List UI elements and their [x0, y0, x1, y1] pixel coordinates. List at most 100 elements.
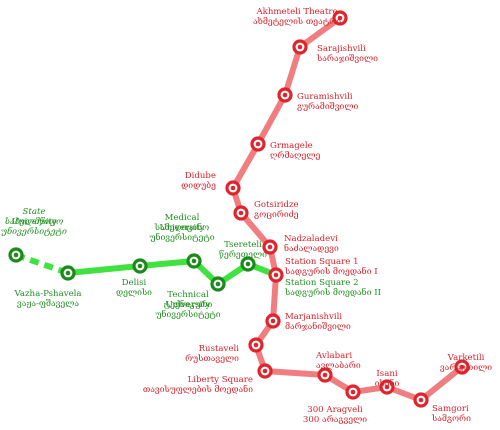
station-technical-university[interactable] [210, 276, 226, 292]
label-ka: დიდუბე [181, 180, 216, 191]
red-line-path [230, 15, 465, 403]
station-akhmeteli[interactable] [332, 10, 348, 26]
label-ka: ისანი [375, 377, 400, 389]
station-state-university[interactable] [8, 247, 24, 263]
label-en: Marjanishvili [285, 312, 342, 322]
label-en: Rustaveli [199, 344, 240, 354]
station-gotsiridze[interactable] [233, 205, 249, 221]
label-ka: გურამიშვილი [297, 101, 358, 112]
station-dot [267, 244, 273, 250]
station-liberty-square[interactable] [257, 363, 273, 379]
label-en: Samgori [432, 404, 469, 414]
label-ka: დელისი [116, 287, 152, 298]
label-en: Varketili [447, 353, 485, 363]
label-ka-part: უნივერსიტეტი [1, 225, 67, 237]
green-line-planned-segment [15, 252, 69, 276]
label-en: Isani [376, 369, 397, 379]
station-markers [8, 10, 470, 408]
label-ka: სამგორი [431, 413, 471, 424]
station-300-aragveli[interactable] [345, 384, 361, 400]
label-en: Akhmeteli Theatre [255, 7, 337, 17]
station-dot [215, 281, 221, 287]
label-en-part: University [165, 300, 210, 310]
label-ka: გოცირიძე [254, 209, 299, 220]
label-en: Nadzaladevi [284, 234, 338, 244]
station-dot [273, 272, 279, 278]
label-ka: სადგურის მოედანი II [284, 286, 381, 298]
station-grmagele[interactable] [250, 136, 266, 152]
station-didube[interactable] [225, 180, 241, 196]
label-ka: ავლაბარი [316, 360, 361, 371]
station-sarajishvili[interactable] [292, 39, 308, 55]
label-ka: ახმეტელის თეატრი [253, 16, 341, 27]
label-en: Didube [185, 171, 216, 181]
label-en: Delisi [122, 278, 147, 288]
label-en: Station Square 2 [285, 278, 359, 288]
station-dot [245, 261, 251, 267]
label-en: Gotsiridze [254, 200, 299, 210]
station-tsereteli[interactable] [240, 256, 256, 272]
label-ka: ღრმაღელე [270, 150, 320, 161]
station-dot [13, 252, 19, 258]
station-rustaveli[interactable] [248, 337, 264, 353]
label-ka: ნაძალადევი [284, 242, 339, 254]
station-dot [238, 210, 244, 216]
label-ka: სადგურის მოედანი I [284, 265, 378, 277]
station-medical-university[interactable] [186, 253, 202, 269]
station-dot [255, 141, 261, 147]
label-ka-part: ტექნიკური [164, 298, 213, 310]
label-ka: ვარკეთილი [440, 362, 492, 373]
station-dot [350, 389, 356, 395]
label-ka-part: უნივერსიტეტი [149, 231, 214, 243]
station-vazha-pshavela[interactable] [60, 265, 76, 281]
station-dot [65, 270, 71, 276]
station-marjanishvili[interactable] [265, 313, 281, 329]
station-isani[interactable] [379, 379, 395, 395]
label-ka: ვაჟა-ფშაველა [17, 298, 79, 309]
label-ka: წერეთელი [219, 249, 267, 260]
station-avlabari[interactable] [317, 367, 333, 383]
station-dot [282, 92, 288, 98]
label-en: Station Square 1 [285, 257, 359, 267]
label-ka: თავისუფლების მოედანი [143, 383, 253, 395]
station-dot [459, 364, 465, 370]
station-station-square-1[interactable] [268, 267, 284, 283]
station-varketili[interactable] [454, 359, 470, 375]
label-en-part: State [22, 207, 45, 217]
label-ka-part: სამედიცინო [154, 221, 209, 233]
station-nadzaladevi[interactable] [262, 239, 278, 255]
station-delisi[interactable] [132, 258, 148, 274]
station-guramishvili[interactable] [277, 87, 293, 103]
station-dot [297, 44, 303, 50]
label-en: Grmagele [270, 141, 313, 151]
label-ka-part: უნივერსიტეტი [155, 308, 220, 320]
station-samgori[interactable] [413, 392, 429, 408]
station-dot [230, 185, 236, 191]
station-dot [384, 384, 390, 390]
label-en: Liberty Square [188, 375, 253, 385]
label-en-part: University [159, 223, 204, 233]
